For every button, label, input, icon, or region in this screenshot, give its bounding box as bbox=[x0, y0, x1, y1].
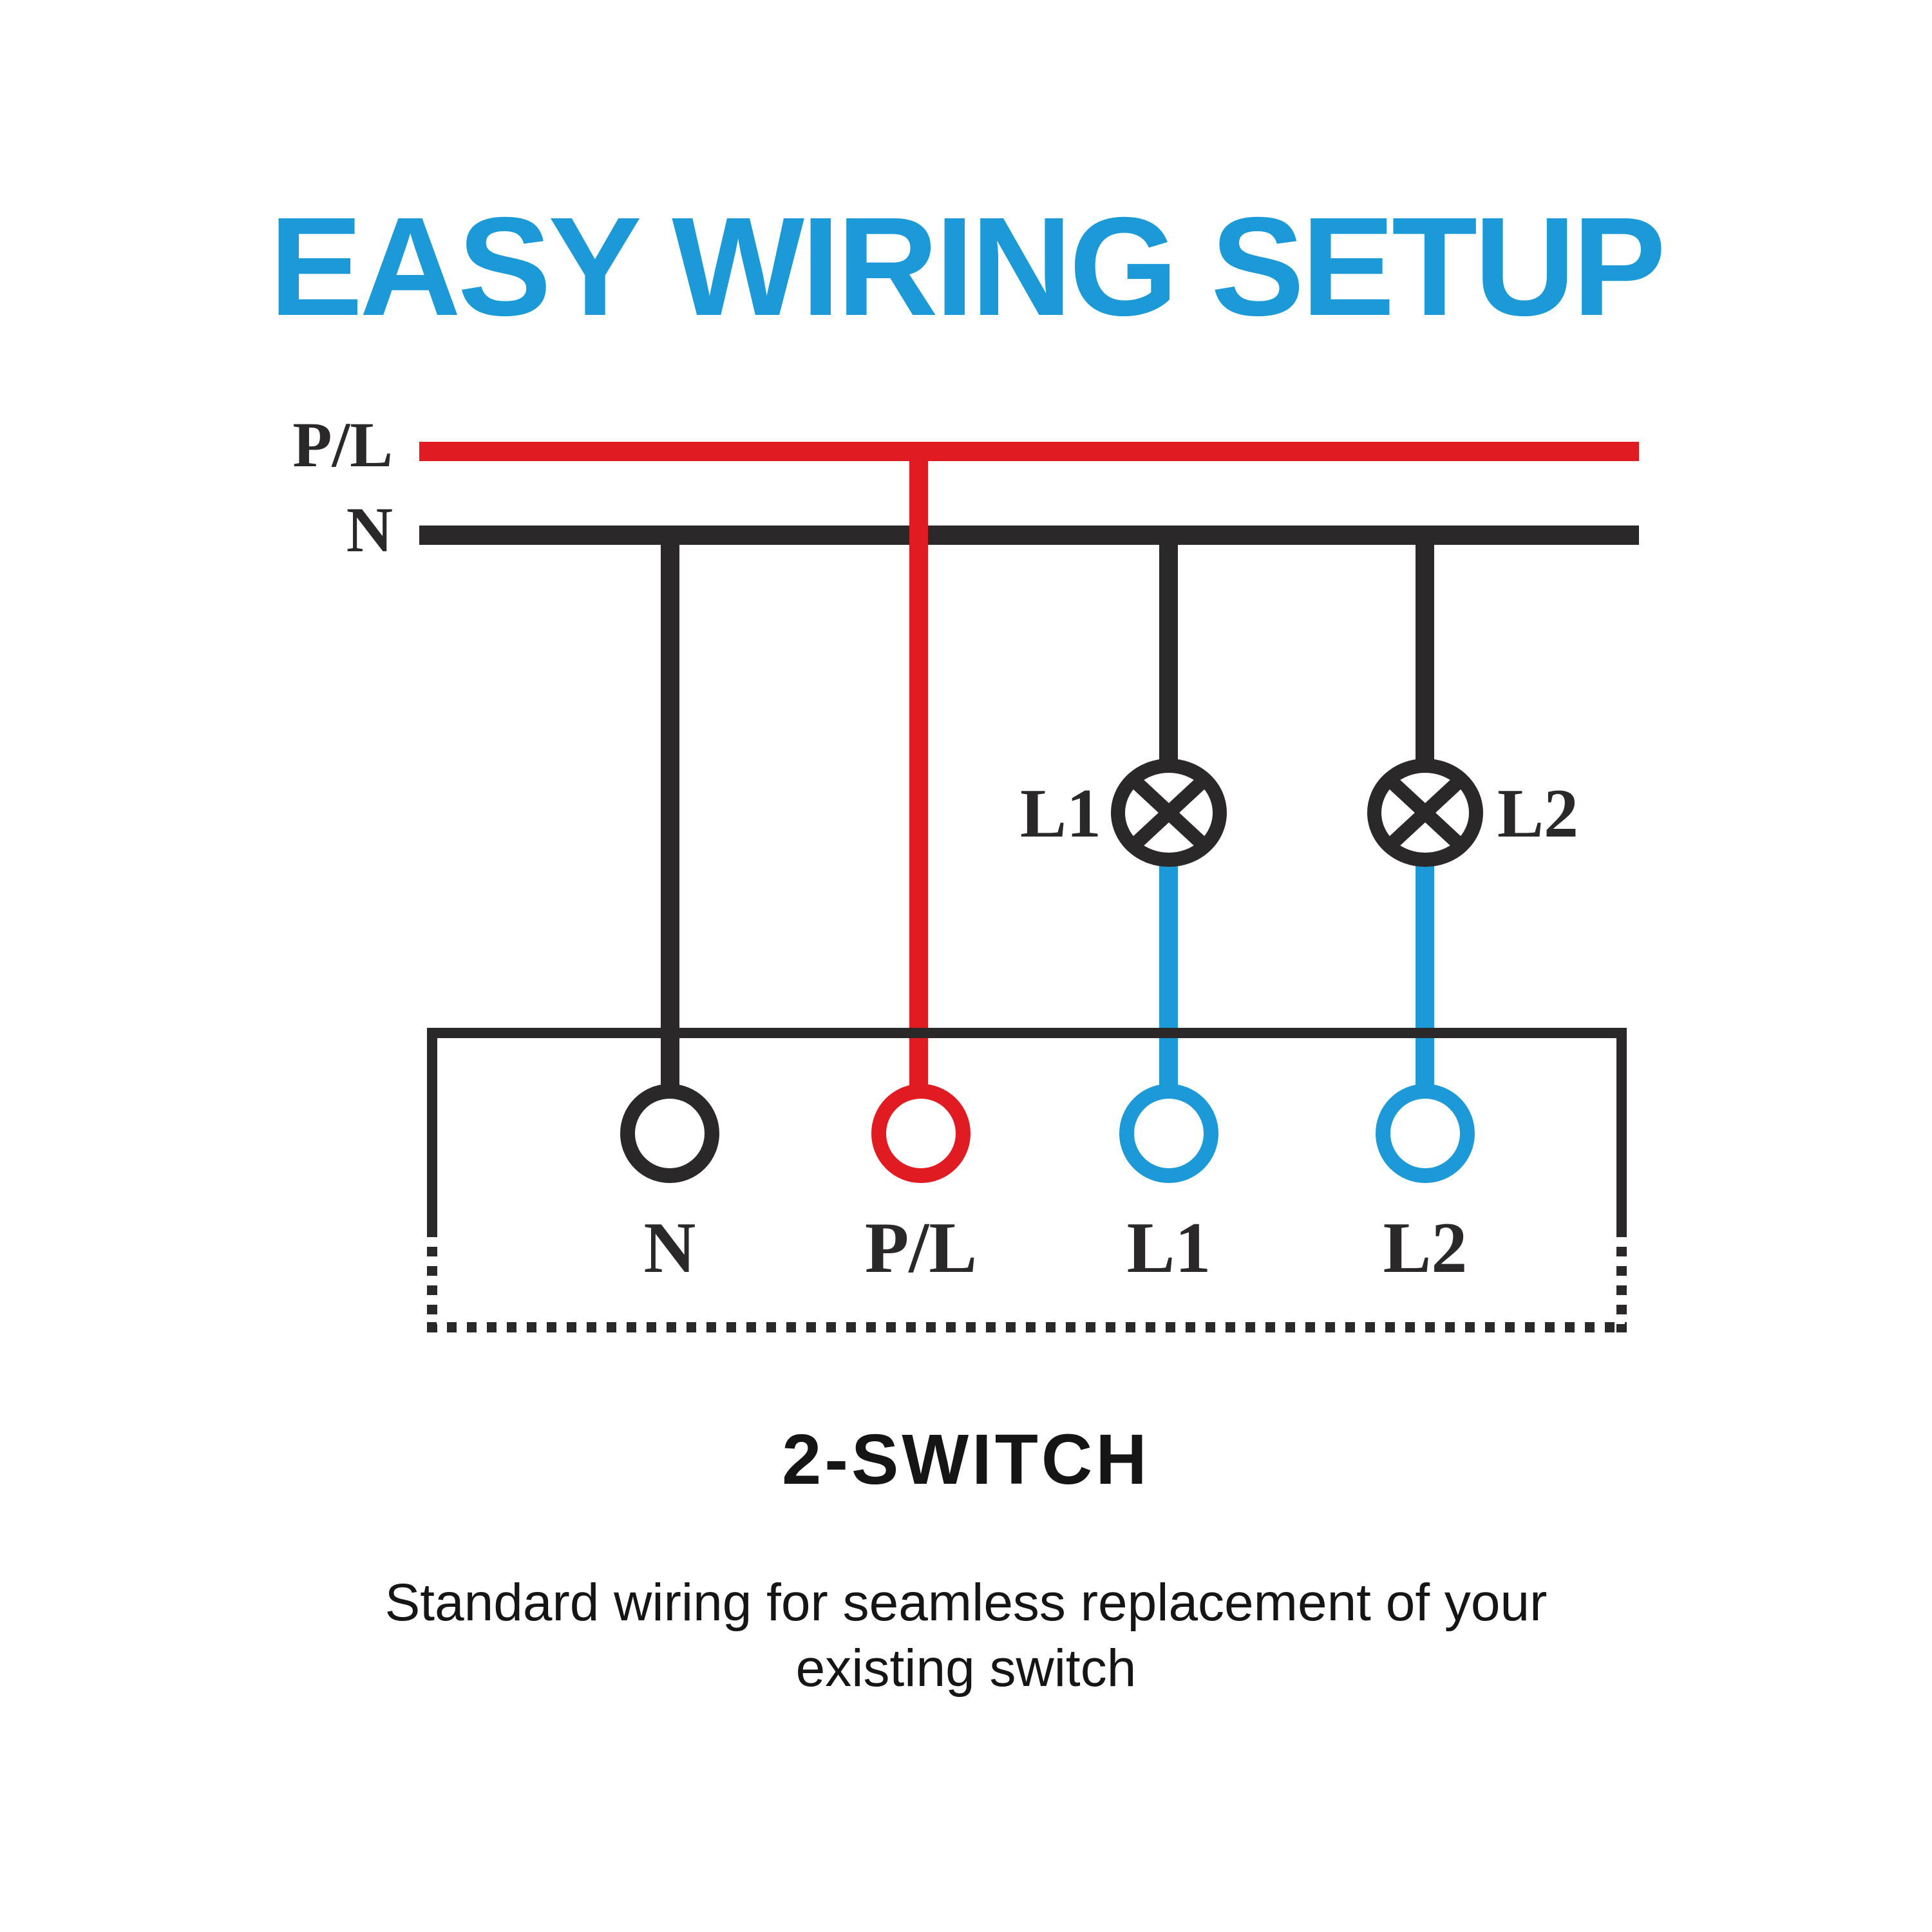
switch-box-bottom-edge-dashed bbox=[427, 1322, 1627, 1332]
live-bus-wire bbox=[419, 442, 1639, 461]
description-line-2: existing switch bbox=[795, 1639, 1137, 1698]
diagram-subtitle: 2-SWITCH bbox=[782, 1420, 1150, 1499]
terminal-ring-l2 bbox=[1376, 1084, 1475, 1183]
terminal-label-l2: L2 bbox=[1383, 1208, 1468, 1288]
neutral-bus-wire bbox=[419, 526, 1639, 545]
lamp-label-l2: L2 bbox=[1497, 775, 1579, 852]
switch-box-right-edge bbox=[1616, 1028, 1627, 1227]
switch-box-left-edge bbox=[427, 1028, 437, 1227]
lamp-label-l1: L1 bbox=[1019, 775, 1101, 852]
switch-box-top-edge bbox=[427, 1028, 1627, 1038]
switched-wire-l2 bbox=[1416, 860, 1434, 1101]
terminal-label-l1: L1 bbox=[1126, 1208, 1211, 1288]
switch-box-left-edge-dashed bbox=[427, 1227, 437, 1332]
neutral-bus-label: N bbox=[346, 493, 393, 565]
live-bus-label: P/L bbox=[292, 408, 393, 480]
lamp-icon-l2 bbox=[1367, 759, 1483, 867]
lamp2-feed-wire bbox=[1416, 535, 1434, 766]
terminal-ring-n bbox=[620, 1084, 719, 1183]
terminal-label-n: N bbox=[643, 1208, 696, 1288]
terminal-ring-pl bbox=[871, 1084, 971, 1183]
lamp1-feed-wire bbox=[1159, 535, 1178, 766]
diagram-description: Standard wiring for seamless replacement… bbox=[0, 1570, 1932, 1701]
terminal-ring-l1 bbox=[1119, 1084, 1218, 1183]
live-drop-wire bbox=[909, 450, 928, 1101]
description-line-1: Standard wiring for seamless replacement… bbox=[384, 1573, 1548, 1632]
lamp-icon-l1 bbox=[1111, 759, 1227, 867]
switched-wire-l1 bbox=[1159, 860, 1178, 1101]
neutral-drop-wire bbox=[661, 535, 679, 1101]
terminal-label-pl: P/L bbox=[864, 1208, 978, 1288]
page-title: EASY WIRING SETUP bbox=[269, 189, 1666, 345]
switch-box-right-edge-dashed bbox=[1616, 1227, 1627, 1332]
